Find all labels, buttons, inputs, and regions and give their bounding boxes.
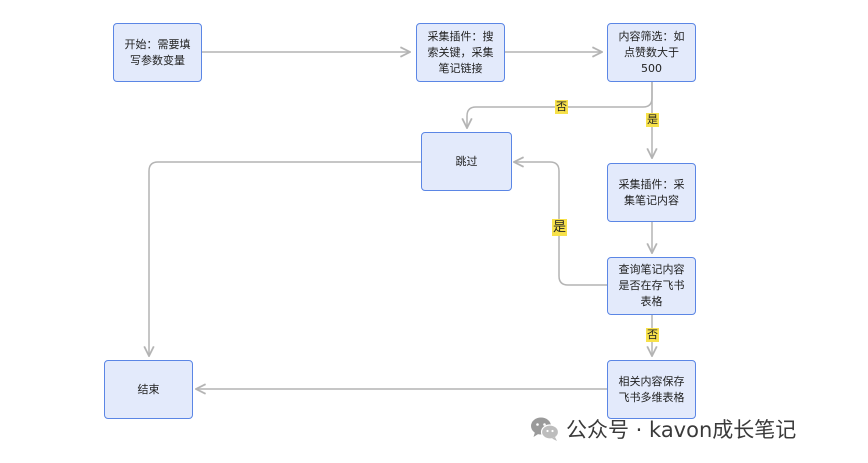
edge-label-exists-yes: 是: [552, 219, 568, 236]
watermark-text: 公众号 · kavon成长笔记: [566, 418, 797, 442]
edge-label-exists-no: 否: [646, 328, 659, 342]
wechat-icon: [531, 417, 560, 441]
edge-skip-to-end: [149, 161, 421, 356]
node-collect-content: 采集插件：采集笔记内容: [607, 163, 696, 222]
node-collect-links: 采集插件：搜索关键，采集笔记链接: [416, 23, 505, 82]
node-skip: 跳过: [421, 132, 512, 191]
node-save: 相关内容保存飞书多维表格: [607, 360, 696, 419]
node-filter: 内容筛选：如点赞数大于500: [607, 23, 696, 82]
node-start: 开始：需要填写参数变量: [113, 23, 202, 82]
watermark: 公众号 · kavon成长笔记: [530, 414, 860, 444]
edge-label-filter-no: 否: [555, 100, 568, 114]
node-check-exists: 查询笔记内容是否在存飞书表格: [607, 257, 696, 315]
edge-label-filter-yes: 是: [646, 113, 659, 127]
node-end: 结束: [104, 360, 193, 419]
